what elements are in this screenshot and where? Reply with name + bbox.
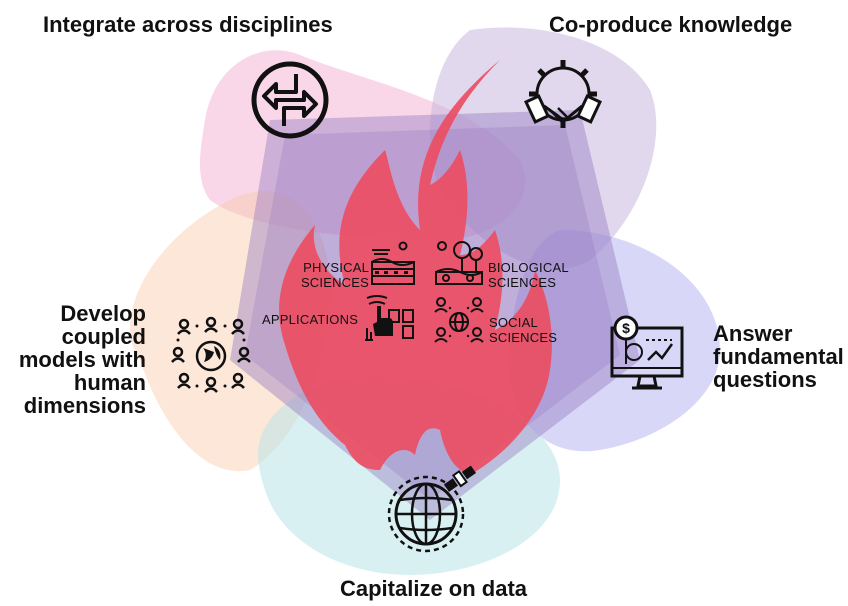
- capitalize-label: Capitalize on data: [340, 576, 528, 601]
- coproduce-label: Co-produce knowledge: [549, 12, 793, 37]
- physical-line-2: SCIENCES: [300, 274, 369, 290]
- applications-label: APPLICATIONS: [262, 312, 359, 327]
- people-network-globe-icon: [171, 316, 251, 393]
- develop-line-5: dimensions: [23, 393, 146, 419]
- biological-sciences-label: BIOLOGICAL SCIENCES: [488, 260, 569, 291]
- handshake-gear-icon: [524, 60, 602, 128]
- social-line-2: SCIENCES: [489, 329, 558, 345]
- develop-line-1: Develop: [60, 301, 146, 326]
- develop-line-2: coupled: [61, 324, 146, 350]
- answer-line-3: questions: [713, 367, 817, 393]
- social-line-1: SOCIAL: [489, 315, 538, 330]
- fire-icon: [279, 60, 552, 475]
- trees-ecosystem-icon: [435, 241, 483, 285]
- touch-dashboard-icon: [365, 295, 414, 341]
- monitor-dollar-chart-icon: $: [610, 315, 684, 390]
- answer-petal: [508, 230, 720, 452]
- satellite-globe-icon: [387, 465, 477, 553]
- biological-line-2: SCIENCES: [488, 274, 557, 290]
- develop-line-4: human: [73, 370, 146, 396]
- biological-line-1: BIOLOGICAL: [488, 260, 569, 275]
- develop-petal: [130, 191, 330, 472]
- people-globe-icon: [434, 297, 484, 343]
- answer-line-2: fundamental: [713, 344, 844, 370]
- answer-label: Answer fundamental questions: [713, 322, 844, 391]
- integration-arrows-icon: [251, 61, 329, 139]
- svg-text:$: $: [622, 320, 630, 336]
- develop-line-3: models with: [18, 347, 146, 373]
- answer-line-1: Answer: [713, 321, 793, 346]
- physical-sciences-label: PHYSICAL SCIENCES: [299, 260, 369, 291]
- landscape-layers-icon: [371, 241, 415, 285]
- integrate-label: Integrate across disciplines: [43, 12, 333, 37]
- physical-line-1: PHYSICAL: [303, 260, 369, 275]
- develop-label: Develop coupled models with human dimens…: [0, 301, 146, 419]
- coproduce-petal: [430, 27, 657, 270]
- social-sciences-label: SOCIAL SCIENCES: [489, 315, 558, 346]
